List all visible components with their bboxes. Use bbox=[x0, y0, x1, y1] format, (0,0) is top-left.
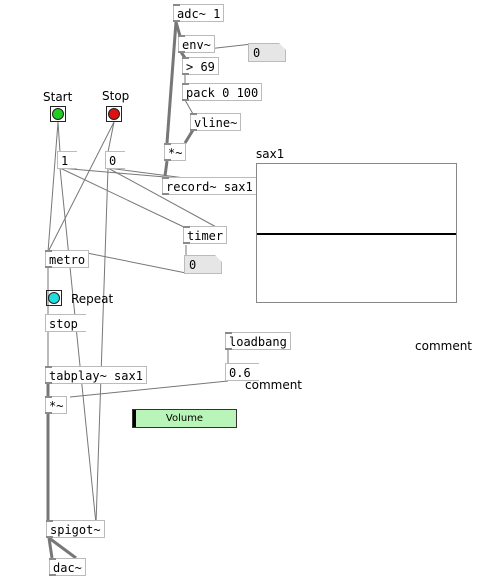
volume-slider-label: Volume bbox=[165, 413, 204, 424]
cord-number-to-metro bbox=[81, 251, 187, 274]
stop-bang-indicator bbox=[108, 108, 120, 120]
message-zero[interactable]: 0 bbox=[105, 151, 131, 169]
cord-vline-to-mul bbox=[183, 129, 195, 144]
env-number-box[interactable]: 0 bbox=[248, 43, 286, 62]
loadbang-object[interactable]: loadbang bbox=[225, 332, 291, 350]
comment-near-volume: comment bbox=[245, 378, 303, 392]
cord-stop-to-metro bbox=[47, 121, 115, 253]
start-bang-indicator bbox=[52, 108, 64, 120]
record-object[interactable]: record~ sax1 bbox=[162, 177, 257, 195]
multiply-top-object[interactable]: *~ bbox=[164, 143, 187, 161]
cord-0-to-spigot bbox=[95, 167, 109, 525]
spigot-object[interactable]: spigot~ bbox=[46, 520, 105, 538]
env-object[interactable]: env~ bbox=[178, 35, 215, 53]
volume-slider-knob[interactable] bbox=[133, 410, 136, 427]
cord-0-to-timer bbox=[107, 167, 219, 229]
stop-bang[interactable] bbox=[106, 106, 122, 122]
vline-object[interactable]: vline~ bbox=[190, 113, 242, 131]
cord-06-to-mul bbox=[69, 380, 229, 398]
pack-object[interactable]: pack 0 100 bbox=[182, 83, 263, 101]
start-bang-label: Start bbox=[43, 90, 73, 104]
timer-number-box[interactable]: 0 bbox=[184, 255, 222, 274]
adc-object[interactable]: adc~ 1 bbox=[173, 4, 225, 22]
cord-start-to-metro bbox=[47, 121, 59, 253]
repeat-bang-indicator bbox=[48, 292, 60, 304]
array-sax1-graph[interactable] bbox=[256, 163, 457, 303]
repeat-bang-label: Repeat bbox=[71, 292, 114, 306]
threshold-object[interactable]: > 69 bbox=[182, 57, 219, 75]
message-stop[interactable]: stop bbox=[45, 314, 92, 332]
cord-start-to-1 bbox=[57, 121, 61, 153]
multiply-bottom-object[interactable]: *~ bbox=[45, 396, 68, 414]
array-name-label: sax1 bbox=[256, 147, 285, 161]
comment-right: comment bbox=[415, 339, 473, 353]
cord-stop-to-0 bbox=[107, 121, 115, 153]
cord-pack-to-vline bbox=[184, 99, 194, 115]
cord-adc-to-mul bbox=[165, 21, 178, 144]
timer-object[interactable]: timer bbox=[183, 226, 228, 244]
tabplay-object[interactable]: tabplay~ sax1 bbox=[45, 366, 147, 384]
message-volume-value[interactable]: 0.6 bbox=[225, 363, 265, 381]
cord-spigot-to-dac-right bbox=[48, 536, 77, 560]
cord-1-to-spigot bbox=[59, 167, 97, 525]
start-bang[interactable] bbox=[50, 106, 66, 122]
stop-bang-label: Stop bbox=[102, 89, 130, 103]
dac-object[interactable]: dac~ bbox=[49, 558, 86, 576]
cord-mul-to-record bbox=[163, 160, 169, 177]
cord-1-to-timer bbox=[59, 167, 187, 229]
repeat-bang[interactable] bbox=[46, 290, 62, 306]
message-one[interactable]: 1 bbox=[57, 151, 83, 169]
volume-slider[interactable]: Volume bbox=[132, 409, 237, 428]
metro-object[interactable]: metro bbox=[45, 250, 90, 268]
array-waveform-line bbox=[257, 233, 456, 235]
cord-spigot-to-dac-left bbox=[47, 537, 54, 559]
